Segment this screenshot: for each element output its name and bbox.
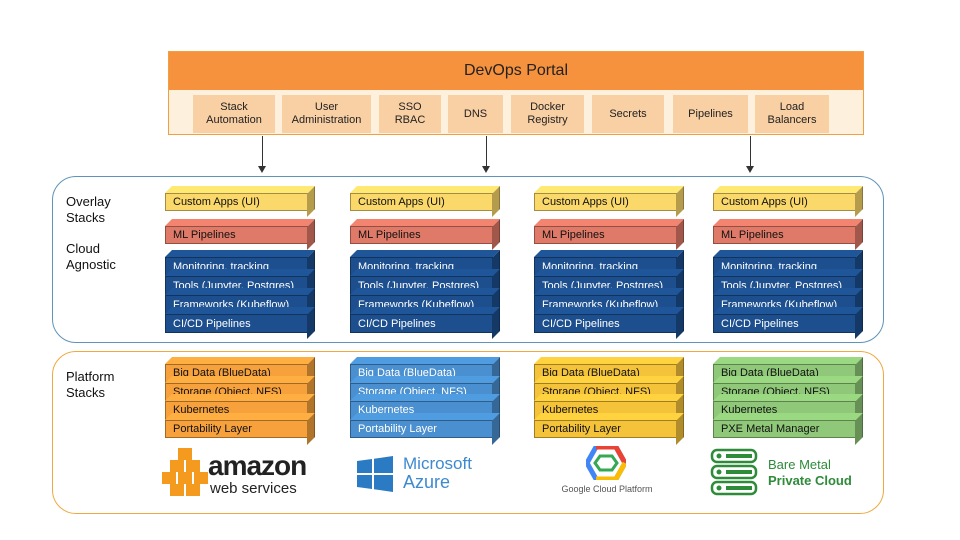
web-services-word: web services bbox=[210, 480, 297, 497]
aws-boxes-icon bbox=[162, 448, 208, 496]
ml-pipelines-block: ML Pipelines bbox=[350, 226, 493, 244]
ml-pipelines-block: ML Pipelines bbox=[713, 226, 856, 244]
overlay-stacks-group bbox=[52, 176, 884, 343]
custom-apps-block: Custom Apps (UI) bbox=[165, 193, 308, 211]
azure-word: Azure bbox=[403, 472, 451, 492]
arrow-head bbox=[746, 166, 754, 173]
google-cloud-platform-logo: Google Cloud Platform bbox=[552, 446, 662, 498]
custom-apps-block: Custom Apps (UI) bbox=[713, 193, 856, 211]
portal-title: DevOps Portal bbox=[169, 52, 863, 90]
server-rack-icon bbox=[710, 448, 758, 496]
platform-stacks-label: Platform Stacks bbox=[66, 369, 115, 400]
portability-layer-block: Portability Layer bbox=[165, 419, 308, 438]
portability-layer-block: Portability Layer bbox=[534, 419, 677, 438]
cicd-pipelines-block: CI/CD Pipelines bbox=[165, 314, 308, 333]
portal-item-secrets[interactable]: Secrets bbox=[592, 95, 664, 133]
windows-icon bbox=[357, 456, 393, 492]
arrow-head bbox=[258, 166, 266, 173]
portal-item-sso-rbac[interactable]: SSO RBAC bbox=[379, 95, 441, 133]
portal-item-docker-registry[interactable]: Docker Registry bbox=[511, 95, 584, 133]
overlay-stacks-label: Overlay Stacks bbox=[66, 194, 111, 225]
portal-item-stack-automation[interactable]: Stack Automation bbox=[193, 95, 275, 133]
google-cloud-hexagon-icon bbox=[586, 446, 626, 480]
portal-item-user-administration[interactable]: User Administration bbox=[282, 95, 371, 133]
cicd-pipelines-block: CI/CD Pipelines bbox=[534, 314, 677, 333]
platform-stacks-group bbox=[52, 351, 884, 514]
pxe-metal-manager-block: PXE Metal Manager bbox=[713, 419, 856, 438]
arrow-line bbox=[262, 136, 263, 166]
custom-apps-block: Custom Apps (UI) bbox=[350, 193, 493, 211]
arrow-line bbox=[486, 136, 487, 166]
bare-metal-private-cloud-logo: Bare Metal Private Cloud bbox=[710, 448, 870, 498]
portability-layer-block: Portability Layer bbox=[350, 419, 493, 438]
amazon-web-services-logo: amazon web services bbox=[162, 446, 312, 498]
portal-item-load-balancers[interactable]: Load Balancers bbox=[755, 95, 829, 133]
microsoft-word: Microsoft bbox=[403, 454, 472, 473]
portal-item-pipelines[interactable]: Pipelines bbox=[673, 95, 748, 133]
cicd-pipelines-block: CI/CD Pipelines bbox=[350, 314, 493, 333]
private-cloud-text: Private Cloud bbox=[768, 473, 852, 488]
amazon-word: amazon bbox=[208, 450, 307, 481]
google-cloud-platform-text: Google Cloud Platform bbox=[561, 484, 653, 494]
microsoft-azure-logo: Microsoft Azure bbox=[357, 452, 487, 494]
portal-item-dns[interactable]: DNS bbox=[448, 95, 503, 133]
cicd-pipelines-block: CI/CD Pipelines bbox=[713, 314, 856, 333]
ml-pipelines-block: ML Pipelines bbox=[165, 226, 308, 244]
arrow-head bbox=[482, 166, 490, 173]
ml-pipelines-block: ML Pipelines bbox=[534, 226, 677, 244]
devops-portal: DevOps Portal Stack Automation User Admi… bbox=[168, 51, 864, 135]
arrow-line bbox=[750, 136, 751, 166]
bare-metal-text: Bare Metal bbox=[768, 457, 831, 472]
custom-apps-block: Custom Apps (UI) bbox=[534, 193, 677, 211]
cloud-agnostic-label: Cloud Agnostic bbox=[66, 241, 116, 272]
